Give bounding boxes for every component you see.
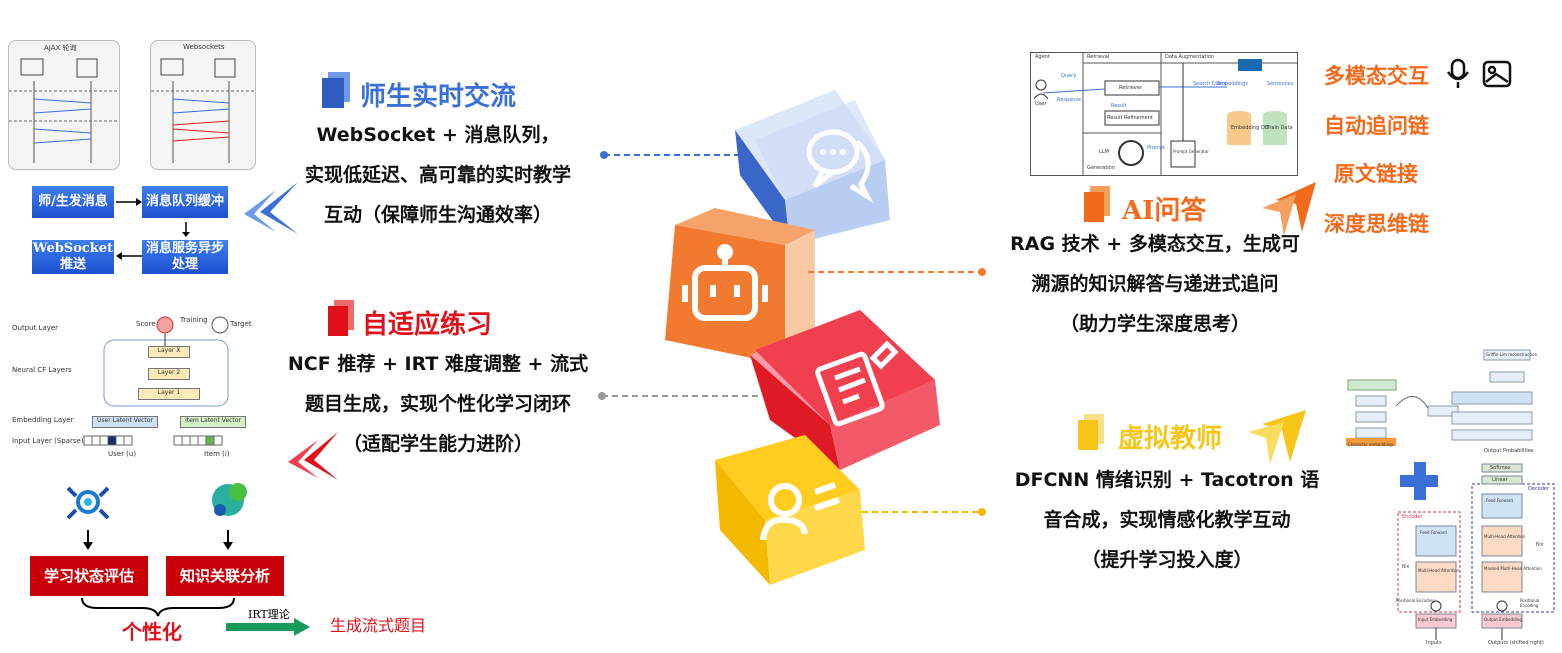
- section-title-teacher-student: 师生实时交流: [360, 82, 517, 112]
- websocket-title: Websockets: [183, 43, 225, 51]
- flow-box-queue: 消息队列缓冲: [142, 186, 228, 218]
- flow-box-async: 消息服务异步处理: [142, 240, 228, 274]
- section-title-adaptive: 自适应练习: [362, 310, 493, 340]
- knowledge-link-box: 知识关联分析: [166, 556, 284, 596]
- image-icon: [1482, 60, 1512, 88]
- knowledge-graph-icon: [212, 483, 247, 516]
- red-chevron-icon: [288, 432, 338, 480]
- mic-image-icons: [1446, 58, 1512, 88]
- stream-question-result: 生成流式题目: [330, 616, 427, 635]
- section-title-virtual-teacher: 虚拟教师: [1118, 424, 1223, 454]
- flow-box-send: 师/生发消息: [32, 186, 114, 218]
- ncf-diagram: Output Layer Neural CF Layers Embedding …: [12, 316, 252, 458]
- yellow-chevron-icon: [1248, 410, 1306, 464]
- green-arrow-icon: [226, 618, 310, 636]
- section-body-virtual-teacher: DFCNN 情绪识别 + Tacotron 语 音合成，实现情感化教学互动 （提…: [1014, 469, 1320, 571]
- flow-arrow-down: [182, 222, 190, 237]
- document-icon-blue: [322, 72, 350, 108]
- person-cube: [715, 435, 865, 585]
- section-body-teacher-student: WebSocket + 消息队列， 实现低延迟、高可靠的实时教学 互动（保障师生…: [304, 124, 571, 226]
- document-icon-yellow: [1078, 414, 1104, 450]
- orange-chevron-icon: [1262, 182, 1316, 236]
- irt-label: IRT理论: [248, 608, 290, 621]
- microphone-icon: [1446, 58, 1470, 88]
- feature-auto-followup: 自动追问链: [1324, 113, 1429, 138]
- central-cube-stack: [665, 90, 940, 585]
- learning-state-box: 学习状态评估: [30, 556, 148, 596]
- network-icons: [66, 483, 247, 550]
- personalization-label: 个性化: [122, 620, 182, 644]
- feature-multimodal: 多模态交互: [1324, 63, 1429, 88]
- network-hub-icon: [66, 486, 110, 520]
- rag-diagram: Agent Retrieval Data Augmentation Genera…: [1030, 52, 1298, 176]
- bracket: [81, 597, 235, 617]
- feature-deep-thinking: 深度思维链: [1324, 211, 1429, 236]
- tacotron-diagram: Character embeddings Griffin-Lim reconst…: [1346, 349, 1538, 447]
- section-title-ai-qa: AI问答: [1122, 196, 1207, 226]
- document-icon-red: [328, 300, 354, 336]
- chat-cube: [735, 90, 890, 245]
- ajax-panel: AJAX 轮询: [8, 40, 120, 170]
- person-icon: [760, 482, 840, 541]
- plus-icon: [1400, 462, 1438, 500]
- transformer-diagram: Output Probabilities Softmax Linear Enco…: [1396, 446, 1558, 652]
- document-icon-orange: [1084, 186, 1110, 222]
- blue-chevron-icon: [244, 182, 298, 234]
- edit-cube: [750, 310, 940, 470]
- websocket-panel: Websockets: [150, 40, 256, 170]
- robot-icon: [682, 244, 768, 321]
- ajax-websocket-diagram: AJAX 轮询 Websockets: [8, 40, 256, 170]
- section-body-ai-qa: RAG 技术 + 多模态交互，生成可 溯源的知识解答与递进式追问 （助力学生深度…: [1010, 233, 1300, 335]
- pen-paper-icon: [815, 340, 899, 427]
- feature-source-link: 原文链接: [1334, 161, 1418, 186]
- ajax-title: AJAX 轮询: [44, 44, 77, 52]
- chat-bubble-icon: [806, 129, 874, 203]
- flow-arrows: [116, 198, 142, 260]
- flow-box-push: WebSocket推送: [32, 240, 114, 274]
- section-body-adaptive: NCF 推荐 + IRT 难度调整 + 流式 题目生成，实现个性化学习闭环 （适…: [287, 353, 589, 455]
